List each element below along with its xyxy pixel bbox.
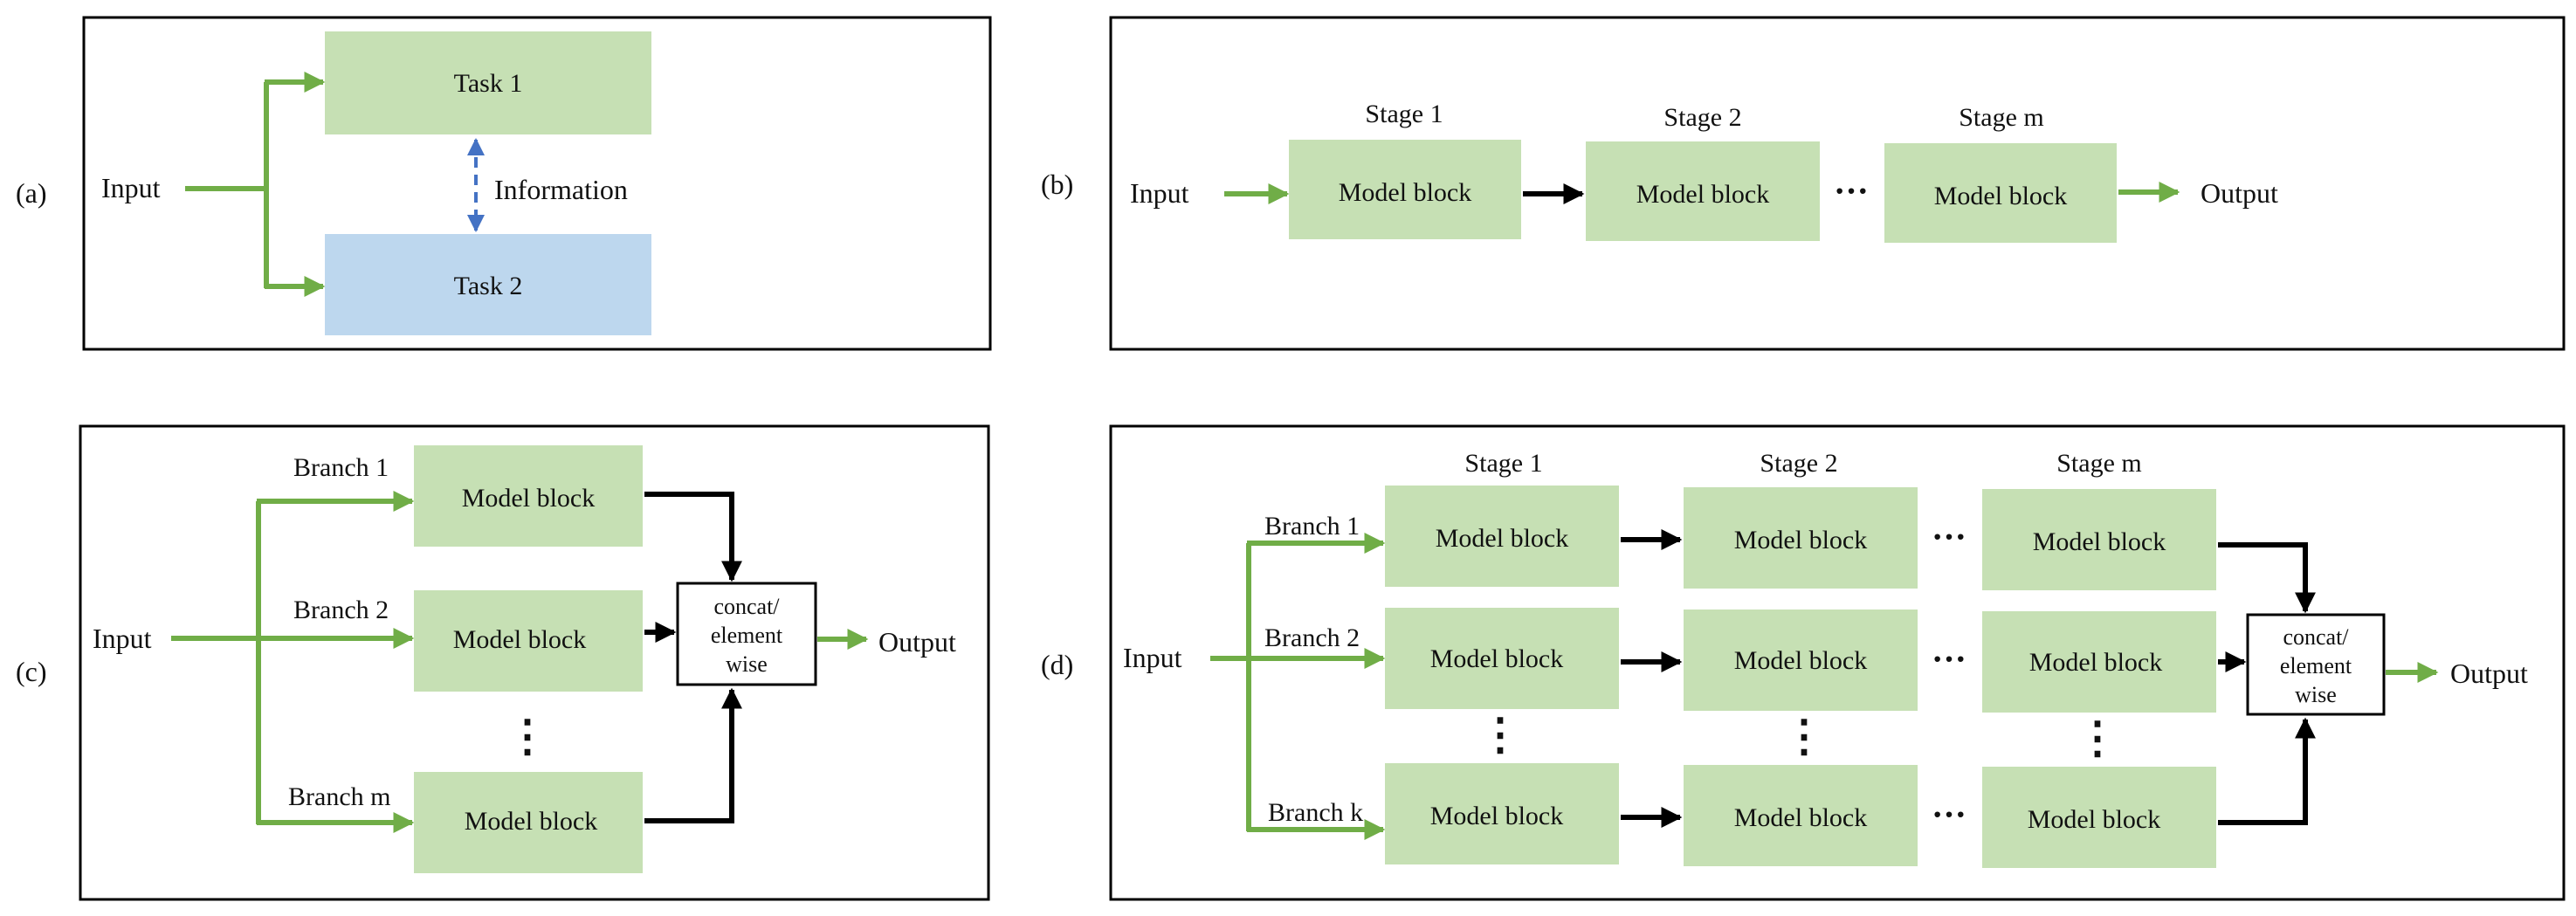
panel-c-input-label: Input — [93, 623, 152, 654]
panel-b-output-label: Output — [2201, 177, 2278, 209]
panel-c-label: (c) — [16, 656, 47, 687]
panel-c-branch-m: Branch m — [288, 782, 390, 811]
panel-d-stage-m: Stage m — [2056, 449, 2142, 478]
panel-c: (c) Input Branch 1 Branch 2 Branch m Mod… — [16, 424, 990, 901]
panel-d-merge-line-2: element — [2280, 653, 2352, 678]
panel-c-model-block-m-label: Model block — [465, 807, 597, 836]
panel-b-stage-1: Stage 1 — [1365, 100, 1443, 128]
panel-d: (d) Input Stage 1 Stage 2 Stage m Branch… — [1041, 424, 2566, 901]
panel-c-frame — [79, 424, 990, 901]
panel-c-model-block-m — [414, 772, 643, 873]
panel-c-model-block-1-label: Model block — [462, 484, 595, 513]
panel-a-input-arrows — [185, 72, 326, 297]
panel-d-branch-k: Branch k — [1268, 798, 1363, 827]
panel-d-model-block-rk-c2 — [1684, 765, 1918, 866]
information-label: Information — [494, 174, 628, 205]
panel-d-model-block-rk-cm-label: Model block — [2028, 805, 2160, 834]
panel-b-frame — [1109, 16, 2566, 351]
panel-d-branch-1: Branch 1 — [1264, 512, 1360, 541]
panel-d-model-block-r1-cm-label: Model block — [2033, 527, 2166, 556]
panel-b-model-block-m — [1884, 143, 2117, 243]
panel-c-merge-line-2: element — [711, 623, 783, 648]
panel-d-frame — [1109, 424, 2566, 901]
panel-b-model-block-1 — [1289, 140, 1521, 239]
panel-d-model-block-r1-c2-label: Model block — [1734, 526, 1867, 554]
panel-c-branch-1: Branch 1 — [293, 453, 389, 482]
panel-d-model-block-rk-c1-label: Model block — [1430, 802, 1563, 830]
panel-d-merge-line-1: concat/ — [2283, 624, 2349, 650]
panel-c-merge-box — [676, 582, 817, 686]
panel-b-label: (b) — [1041, 169, 1073, 200]
panel-d-ellipsis-r1: ··· — [1932, 517, 1966, 556]
panel-c-merge-arrows — [644, 492, 742, 823]
panel-d-model-block-r2-cm-label: Model block — [2029, 648, 2162, 677]
panel-d-ellipsis-rk: ··· — [1932, 795, 1966, 834]
panel-d-model-block-r2-cm — [1982, 611, 2216, 713]
panel-c-model-block-1 — [414, 445, 643, 547]
panel-d-vdots-2: ⋮ — [1782, 712, 1826, 761]
panel-c-vdots: ⋮ — [506, 712, 549, 761]
panel-b-model-block-2 — [1586, 141, 1820, 241]
panel-d-vdots-m: ⋮ — [2076, 713, 2119, 762]
panel-a-label: (a) — [16, 177, 47, 209]
task2-label: Task 2 — [454, 272, 523, 300]
panel-c-merge-line-3: wise — [726, 651, 768, 677]
panel-d-model-block-r2-c2 — [1684, 610, 1918, 711]
task2-block — [325, 234, 651, 335]
panel-c-branch-2: Branch 2 — [293, 596, 389, 624]
panel-b-model-block-m-label: Model block — [1934, 182, 2067, 210]
panel-b: (b) Input Stage 1 Stage 2 Stage m Model … — [1041, 16, 2566, 351]
panel-d-input-arrows — [1210, 533, 1386, 840]
panel-d-model-block-r2-c1-label: Model block — [1430, 644, 1563, 673]
panel-d-model-block-r2-c2-label: Model block — [1734, 646, 1867, 675]
panel-c-output-label: Output — [878, 626, 956, 658]
panel-c-input-arrows — [171, 491, 415, 833]
panel-d-model-block-r1-c1 — [1385, 486, 1619, 587]
panel-b-model-block-1-label: Model block — [1339, 178, 1471, 207]
panel-b-model-block-2-label: Model block — [1636, 180, 1769, 209]
panel-b-input-label: Input — [1130, 177, 1189, 209]
panel-c-model-block-2-label: Model block — [453, 625, 586, 654]
panel-d-merge-box — [2246, 613, 2386, 716]
panel-a: (a) Task 1 Task 2 Input Information — [16, 16, 992, 351]
panel-a-frame — [82, 16, 992, 351]
panel-d-ellipsis-r2: ··· — [1932, 639, 1966, 678]
panel-d-label: (d) — [1041, 649, 1073, 680]
panel-b-ellipsis: ··· — [1834, 171, 1869, 210]
panel-d-model-block-rk-c2-label: Model block — [1734, 803, 1867, 832]
panel-d-model-block-r2-c1 — [1385, 608, 1619, 709]
task1-label: Task 1 — [454, 69, 523, 98]
panel-c-merge-line-1: concat/ — [713, 594, 780, 619]
panel-d-stage-2: Stage 2 — [1760, 449, 1837, 478]
panel-d-model-block-r1-cm — [1982, 489, 2216, 590]
panel-d-vdots-1: ⋮ — [1478, 710, 1522, 759]
panel-d-model-block-r1-c1-label: Model block — [1436, 524, 1568, 553]
task1-block — [325, 31, 651, 134]
panel-d-merge-line-3: wise — [2295, 682, 2337, 707]
panel-a-input-label: Input — [101, 172, 161, 203]
panel-d-merge-arrows — [2218, 542, 2316, 825]
panel-d-output-label: Output — [2450, 658, 2528, 689]
panel-d-model-block-rk-cm — [1982, 767, 2216, 868]
panel-d-input-label: Input — [1123, 642, 1182, 673]
panel-b-stage-m: Stage m — [1959, 103, 2044, 132]
panel-d-model-block-rk-c1 — [1385, 763, 1619, 864]
panel-b-stage-2: Stage 2 — [1663, 103, 1741, 132]
panel-d-stage-1: Stage 1 — [1464, 449, 1542, 478]
panel-d-branch-2: Branch 2 — [1264, 623, 1360, 652]
panel-d-model-block-r1-c2 — [1684, 487, 1918, 589]
panel-c-model-block-2 — [414, 590, 643, 692]
